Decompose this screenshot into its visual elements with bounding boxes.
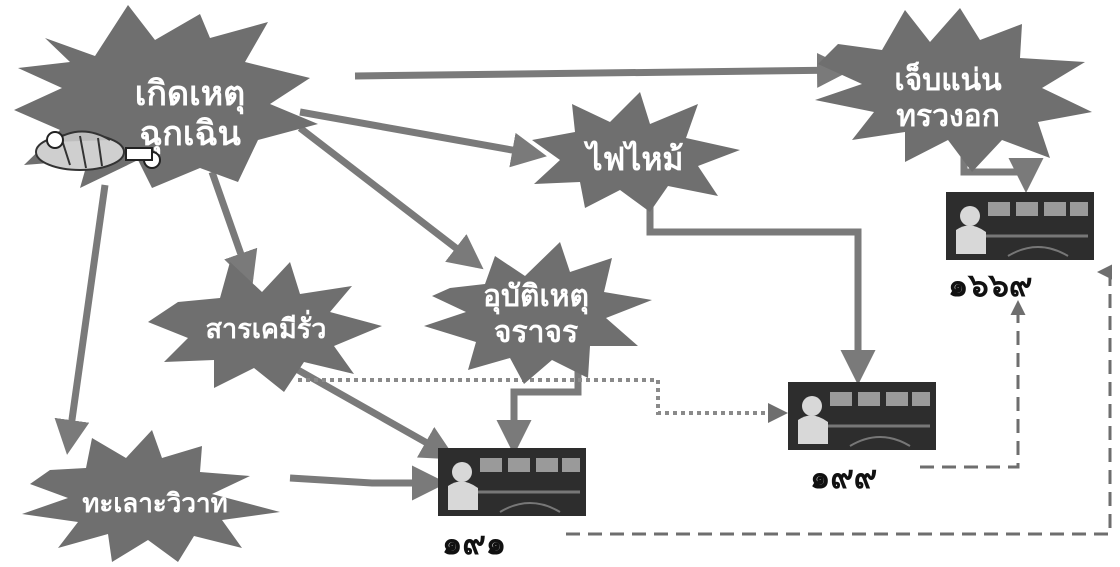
traffic-line2: จราจร [494, 315, 578, 350]
chest-pain-line2: ทรวงอก [896, 99, 1000, 134]
fire-label: ไฟไหม้ [583, 140, 683, 178]
burst-shape [815, 8, 1092, 172]
arrow-emergency-to-fire [299, 108, 547, 168]
hotline-191: ๑๙๑ [442, 524, 506, 562]
dashed-191-to-1669 [566, 264, 1112, 536]
call-center-191 [438, 448, 586, 516]
hotline-199: ๑๙๙ [810, 458, 877, 496]
call-center-operator-icon [798, 392, 930, 447]
arrow-chemical-to-police [296, 366, 457, 460]
node-chemical-leak: สารเคมีรั่ว [148, 262, 382, 392]
arrow-emergency-to-traffic [297, 125, 484, 270]
call-center-1669 [946, 192, 1094, 260]
police-car-icon [35, 130, 161, 171]
burst-shape [148, 262, 382, 392]
call-center-199 [788, 382, 936, 450]
arrow-emergency-to-dispute [54, 184, 109, 455]
burst-shape [424, 242, 652, 384]
call-center-operator-icon [956, 202, 1088, 257]
arrow-dispute-to-police [289, 465, 447, 501]
node-fire: ไฟไหม้ [532, 92, 740, 212]
hotline-1669: ๑๖๖๙ [948, 266, 1032, 304]
burst-shape [532, 92, 740, 212]
chest-pain-line1: เจ็บแน่น [894, 61, 1002, 98]
traffic-line1: อุบัติเหตุ [483, 279, 589, 315]
dotted-chemical-to-199 [298, 378, 788, 423]
arrow-fire-to-199 [646, 195, 876, 385]
chemical-leak-label: สารเคมีรั่ว [206, 309, 327, 345]
dispute-label: ทะเลาะวิวาท [82, 489, 227, 519]
node-traffic-accident: อุบัติเหตุ จราจร [424, 242, 652, 384]
emergency-line1: เกิดเหตุ [135, 74, 245, 115]
arrow-emergency-to-chemical [208, 170, 258, 287]
arrow-traffic-to-police [496, 356, 582, 455]
emergency-line2: ฉุกเฉิน [139, 114, 241, 155]
node-dispute: ทะเลาะวิวาท [22, 430, 280, 562]
connectors [54, 52, 1112, 536]
arrow-emergency-to-chest-pain [354, 52, 852, 88]
call-center-operator-icon [448, 458, 580, 513]
node-chest-pain: เจ็บแน่น ทรวงอก [815, 8, 1092, 172]
dashed-199-to-1669 [920, 300, 1026, 469]
burst-shape [22, 430, 280, 562]
